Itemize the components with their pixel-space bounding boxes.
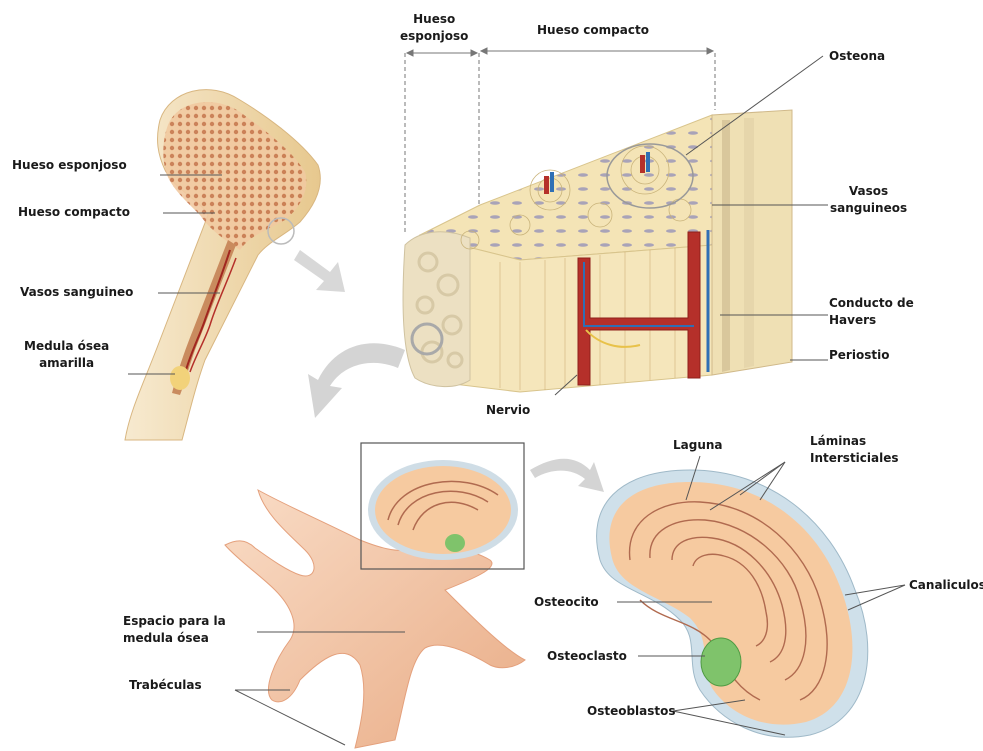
label-osteoblastos: Osteoblastos [587,703,676,720]
label-medula-amarilla: Medula ósea amarilla [24,338,109,372]
label-periostio: Periostio [829,347,889,364]
label-hueso-esponjoso-left: Hueso esponjoso [12,157,127,174]
label-osteona: Osteona [829,48,885,65]
trabeculae-illustration [225,443,525,748]
label-hueso-esponjoso-top: Hueso esponjoso [400,11,468,45]
label-vasos-sanguineo-left: Vasos sanguineo [20,284,133,301]
label-hueso-compacto-left: Hueso compacto [18,204,130,221]
label-nervio: Nervio [486,402,530,419]
label-vasos-sanguineos: Vasos sanguineos [830,183,907,217]
label-osteoclasto: Osteoclasto [547,648,627,665]
arrow-to-osteon-detail [530,459,604,492]
femur-illustration [125,90,320,440]
label-trabeculas: Trabéculas [129,677,202,694]
arrow-femur-to-block [294,250,345,292]
label-hueso-compacto-top: Hueso compacto [537,22,649,39]
osteon-detail-illustration [597,470,868,737]
label-espacio-medula: Espacio para la medula ósea [123,613,226,647]
label-conducto-havers: Conducto de Havers [829,295,914,329]
label-osteocito: Osteocito [534,594,599,611]
label-laguna: Laguna [673,437,723,454]
label-laminas-intersticiales: Láminas Intersticiales [810,433,899,467]
arrow-block-to-spongy [308,343,405,418]
compact-bone-block [403,110,792,392]
label-canaliculos: Canaliculos [909,577,983,594]
